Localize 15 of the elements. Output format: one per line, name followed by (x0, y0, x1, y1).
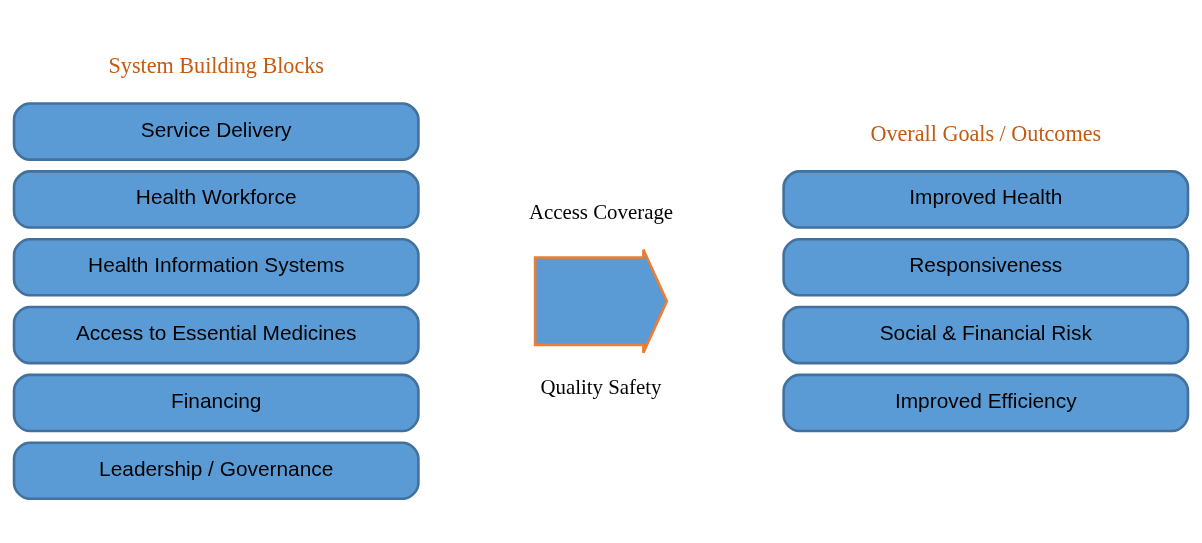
node-box: Leadership / Governance (12, 441, 420, 501)
node-box: Responsiveness (782, 237, 1190, 297)
node-arrow (533, 248, 669, 354)
node-box: Improved Efficiency (782, 373, 1190, 433)
node-box: Access to Essential Medicines (12, 305, 420, 365)
node-box: Service Delivery (12, 102, 420, 161)
node-box: Financing (12, 373, 420, 433)
label: System Building Blocks (108, 53, 324, 79)
node-box: Health Workforce (12, 170, 420, 229)
node-box: Social & Financial Risk (782, 305, 1190, 365)
node-box: Improved Health (782, 170, 1190, 229)
node-box: Health Information Systems (12, 237, 420, 297)
label: Access Coverage (528, 199, 674, 224)
label: Quality Safety (540, 374, 662, 399)
label: Overall Goals / Outcomes (870, 120, 1102, 146)
